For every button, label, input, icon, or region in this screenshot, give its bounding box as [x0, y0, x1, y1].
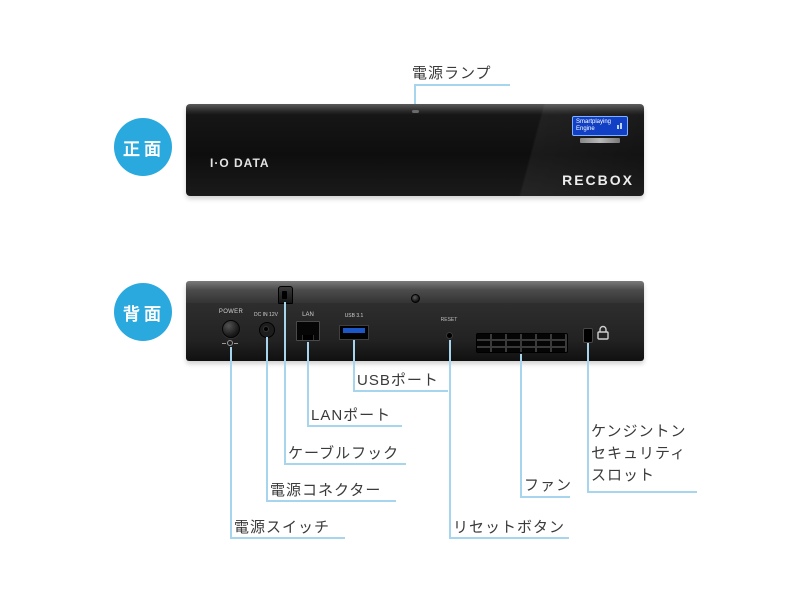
- callout-power-switch-label: 電源スイッチ: [234, 519, 331, 536]
- callout-fan-pointer-line: [520, 354, 522, 496]
- power-icon-line: [234, 342, 238, 344]
- sticker-text: Smartplaying Engine: [576, 119, 611, 133]
- callout-reset-button-underline: [449, 537, 569, 539]
- callout-usb-port-underline: [353, 390, 448, 392]
- callout-power-connector-underline: [266, 500, 396, 502]
- power-icon-circle: [227, 340, 233, 346]
- kensington-label-line2: セキュリティ: [591, 445, 687, 462]
- sticker-line1: Smartplaying: [576, 119, 612, 125]
- callout-fan-label: ファン: [524, 477, 573, 494]
- power-icon: [220, 340, 240, 346]
- power-lamp: [412, 110, 419, 113]
- reset-label: RESET: [440, 317, 458, 323]
- lock-icon: [597, 325, 609, 340]
- callout-cable-hook-underline: [284, 463, 406, 465]
- callout-lan-port-pointer-line: [307, 342, 309, 425]
- dc-in-label: DC IN 12V: [254, 312, 278, 318]
- callout-kensington-underline: [587, 491, 697, 493]
- callout-power-switch-underline: [230, 537, 345, 539]
- label-strip: [580, 138, 620, 143]
- dc-power-jack: [259, 322, 275, 338]
- screw: [411, 294, 420, 303]
- callout-power-lamp-pointer-line: [414, 84, 416, 105]
- reset-hole: [447, 333, 452, 338]
- lan-label: LAN: [302, 312, 314, 318]
- recbox-logo: RECBOX: [562, 172, 634, 188]
- callout-lan-port-label: LANポート: [311, 407, 392, 424]
- callout-reset-button-label: リセットボタン: [453, 519, 566, 536]
- lan-port: [296, 321, 320, 341]
- device-back-view: POWER DC IN 12V LAN USB 3.1 RESET: [186, 281, 644, 361]
- callout-cable-hook-pointer-line: [284, 302, 286, 463]
- smartplaying-engine-sticker: Smartplaying Engine: [572, 116, 628, 136]
- callout-usb-port-label: USBポート: [357, 372, 439, 389]
- cable-hook: [278, 286, 293, 304]
- front-view-badge-label: 正面: [123, 139, 165, 159]
- signal-icon: [616, 122, 624, 130]
- power-icon-line: [222, 342, 226, 344]
- power-label: POWER: [218, 309, 244, 315]
- callout-cable-hook-label: ケーブルフック: [288, 445, 400, 462]
- front-view-badge: 正面: [114, 118, 172, 176]
- kensington-label-line3: スロット: [591, 467, 656, 484]
- io-data-logo: I·O DATA: [210, 156, 270, 170]
- usb-label: USB 3.1: [344, 313, 364, 319]
- callout-lan-port-underline: [307, 425, 402, 427]
- callout-power-connector-pointer-line: [266, 337, 268, 500]
- back-view-badge: 背面: [114, 283, 172, 341]
- sticker-line2: Engine: [576, 126, 595, 132]
- smartplaying-engine-badge: Smartplaying Engine: [572, 116, 628, 143]
- device-top-surface: [186, 281, 644, 303]
- back-view-badge-label: 背面: [123, 304, 165, 324]
- callout-usb-port-pointer-line: [353, 340, 355, 390]
- usb-port: [339, 325, 369, 340]
- callout-power-switch-pointer-line: [230, 347, 232, 537]
- fan-grille: [476, 333, 568, 353]
- callout-power-lamp-label: 電源ランプ: [412, 65, 492, 82]
- callout-power-lamp-underline: [414, 84, 510, 86]
- callout-power-connector-label: 電源コネクター: [270, 482, 382, 499]
- callout-fan-underline: [520, 496, 570, 498]
- kensington-label-line1: ケンジントン: [591, 423, 687, 440]
- power-button: [222, 320, 240, 338]
- device-front-view: I·O DATA Smartplaying Engine RECBOX: [186, 104, 644, 196]
- kensington-slot: [583, 328, 593, 343]
- callout-kensington-label: ケンジントン セキュリティ スロット: [591, 421, 687, 487]
- callout-kensington-pointer-line: [587, 343, 589, 491]
- callout-reset-button-pointer-line: [449, 340, 451, 537]
